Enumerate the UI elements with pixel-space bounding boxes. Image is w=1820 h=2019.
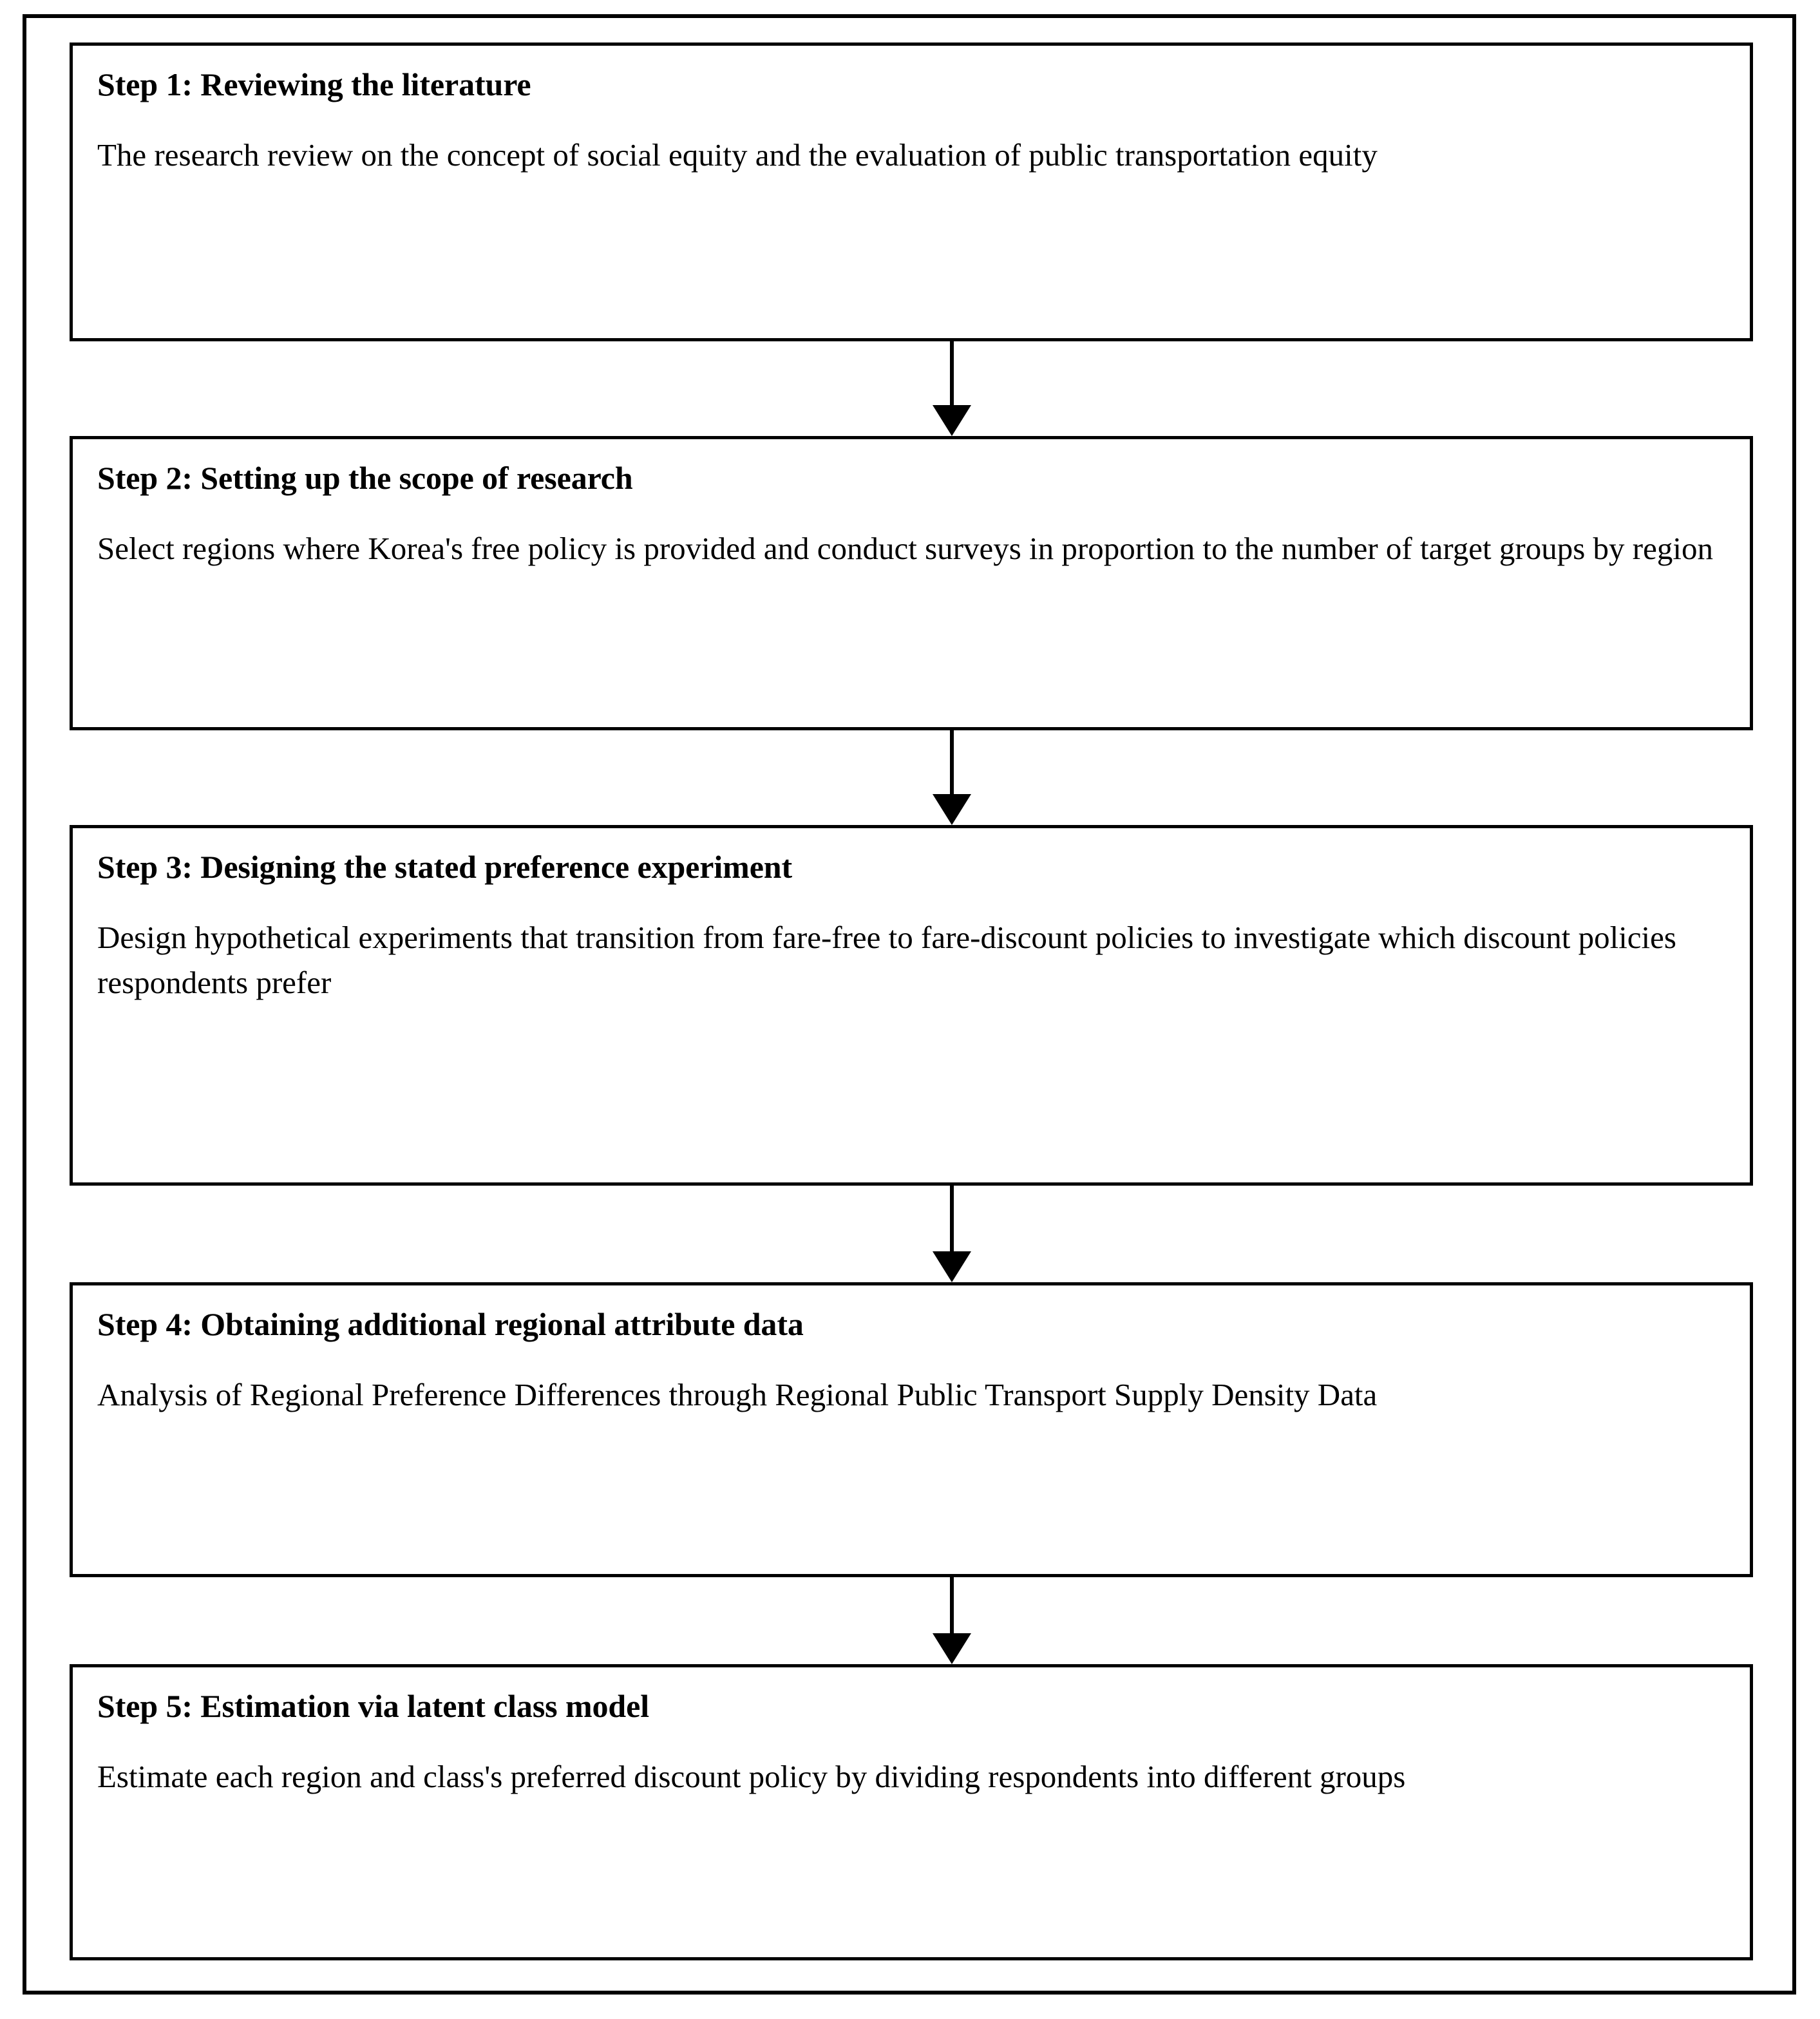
arrowhead-down-icon xyxy=(933,1633,971,1664)
arrow-step3-to-step4 xyxy=(933,1186,971,1282)
step-3-title: Step 3: Designing the stated preference … xyxy=(97,849,793,885)
flowchart-outer-frame: Step 1: Reviewing the literature The res… xyxy=(23,14,1796,1995)
step-2-body: Select regions where Korea's free policy… xyxy=(97,531,1713,566)
flowchart-step-box-2: Step 2: Setting up the scope of research… xyxy=(70,436,1753,730)
flowchart-step-box-1: Step 1: Reviewing the literature The res… xyxy=(70,43,1753,341)
step-1-title: Step 1: Reviewing the literature xyxy=(97,66,531,102)
step-4-title: Step 4: Obtaining additional regional at… xyxy=(97,1306,804,1342)
arrowhead-down-icon xyxy=(933,1251,971,1282)
step-4-body: Analysis of Regional Preference Differen… xyxy=(97,1377,1378,1412)
step-2-title: Step 2: Setting up the scope of research xyxy=(97,460,633,496)
flowchart-steps-column: Step 1: Reviewing the literature The res… xyxy=(70,43,1753,1960)
arrow-shaft xyxy=(950,341,954,405)
arrowhead-down-icon xyxy=(933,405,971,436)
step-5-title: Step 5: Estimation via latent class mode… xyxy=(97,1688,649,1724)
arrow-shaft xyxy=(950,730,954,794)
arrow-step4-to-step5 xyxy=(933,1577,971,1664)
flowchart-step-box-4: Step 4: Obtaining additional regional at… xyxy=(70,1282,1753,1577)
arrowhead-down-icon xyxy=(933,794,971,825)
arrow-step2-to-step3 xyxy=(933,730,971,825)
arrow-shaft xyxy=(950,1577,954,1633)
arrow-step1-to-step2 xyxy=(933,341,971,436)
flowchart-step-box-3: Step 3: Designing the stated preference … xyxy=(70,825,1753,1186)
step-1-body: The research review on the concept of so… xyxy=(97,137,1378,173)
arrow-shaft xyxy=(950,1186,954,1251)
step-3-body: Design hypothetical experiments that tra… xyxy=(97,920,1676,1001)
step-5-body: Estimate each region and class's preferr… xyxy=(97,1759,1406,1794)
flowchart-step-box-5: Step 5: Estimation via latent class mode… xyxy=(70,1664,1753,1960)
